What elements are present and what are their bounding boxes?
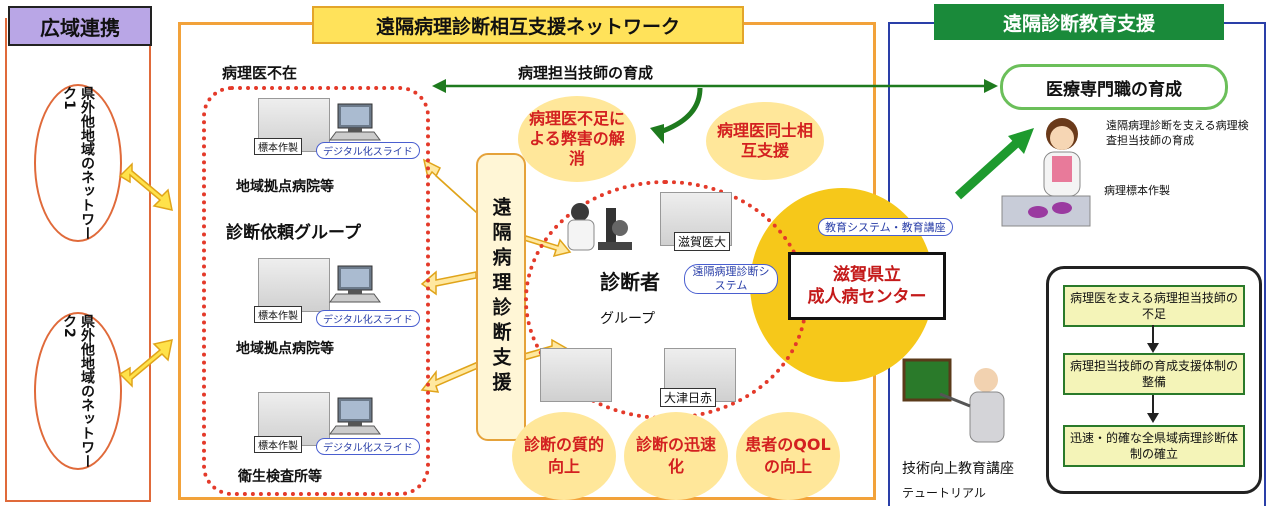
center-box: 滋賀県立 成人病センター — [788, 252, 946, 320]
regional-header: 広域連携 — [8, 6, 152, 46]
support-desc: 遠隔病理診断を支える病理検査担当技師の育成 — [1106, 119, 1249, 147]
remote-support-banner: 遠隔病理診断支援 — [476, 153, 526, 441]
requester-group-frame — [202, 86, 430, 496]
digital-slide-tag: デジタル化スライド — [316, 438, 420, 455]
qol-bubble: 患者のQOLの向上 — [736, 412, 840, 500]
edu-system-tag: 教育システム・教育講座 — [818, 218, 953, 236]
specimen-tag: 標本作製 — [254, 436, 302, 453]
speed-text: 診断の迅速化 — [636, 435, 717, 476]
computer-icon — [329, 397, 381, 435]
shortage-text: 病理医不足による弊害の解消 — [529, 109, 626, 168]
shiga-univ-tag: 滋賀医大 — [674, 232, 731, 251]
medical-training-pill: 医療専門職の育成 — [1000, 64, 1228, 110]
training-arrow-right-head — [984, 79, 998, 93]
double-arrow-2 — [118, 339, 173, 388]
shortage-bubble: 病理医不足による弊害の解消 — [518, 96, 636, 182]
flow-arrow-icon — [1147, 325, 1159, 353]
qol-text: 患者のQOLの向上 — [745, 435, 831, 476]
training-arrow-left-head — [432, 79, 446, 93]
lab-label: 衛生検査所等 — [238, 469, 322, 485]
server-icon — [540, 348, 612, 402]
computer-icon — [329, 103, 381, 141]
external-network-2: 県外他地域のネットワーク2 — [34, 312, 122, 470]
center-line1: 滋賀県立 — [833, 265, 901, 285]
flow-step-3: 迅速・的確な全県域病理診断体制の確立 — [1063, 425, 1245, 467]
flow-frame: 病理医を支える病理担当技師の不足 病理担当技師の育成支援体制の整備 迅速・的確な… — [1046, 266, 1262, 494]
center-line2: 成人病センター — [807, 287, 927, 307]
no-pathologist-label: 病理医不在 — [222, 64, 298, 82]
computer-icon — [329, 265, 381, 303]
quality-text: 診断の質的向上 — [524, 435, 605, 476]
flow-step-1: 病理医を支える病理担当技師の不足 — [1063, 285, 1245, 327]
digital-slide-tag: デジタル化スライド — [316, 142, 420, 159]
external-network-2-label: 県外他地域のネットワーク2 — [61, 314, 95, 468]
specimen-tag: 標本作製 — [254, 306, 302, 323]
mutual-bubble: 病理医同士相互支援 — [706, 102, 824, 180]
education-header: 遠隔診断教育支援 — [934, 4, 1224, 40]
external-network-1: 県外他地域のネットワーク1 — [34, 84, 122, 242]
diagnoser-label: 診断者 — [600, 270, 660, 294]
tutorial-label: テュートリアル — [902, 486, 986, 500]
digital-slide-tag: デジタル化スライド — [316, 310, 420, 327]
requester-group-label: 診断依頼グループ — [226, 223, 361, 243]
hospital-label: 地域拠点病院等 — [236, 179, 334, 195]
hospital-label: 地域拠点病院等 — [236, 341, 334, 357]
external-network-1-label: 県外他地域のネットワーク1 — [61, 86, 95, 240]
specimen-work-label: 病理標本作製 — [1104, 184, 1170, 197]
diagnoser-group-label: グループ — [600, 311, 656, 327]
double-arrow-1 — [118, 162, 173, 211]
quality-bubble: 診断の質的向上 — [512, 412, 616, 500]
up-arrow — [954, 136, 1024, 200]
slide-tray-icon — [1001, 195, 1091, 227]
flow-step-2: 病理担当技師の育成支援体制の整備 — [1063, 353, 1245, 395]
flow-arrow-icon — [1147, 395, 1159, 423]
server-icon — [258, 258, 330, 312]
mutual-text: 病理医同士相互支援 — [717, 121, 814, 160]
specimen-tag: 標本作製 — [254, 138, 302, 155]
speed-bubble: 診断の迅速化 — [624, 412, 728, 500]
remote-system-tag: 遠隔病理診断システム — [684, 264, 778, 294]
microscope-person-icon — [567, 203, 632, 251]
training-label: 病理担当技師の育成 — [518, 64, 654, 82]
regional-panel — [5, 18, 151, 502]
otsu-tag: 大津日赤 — [660, 388, 717, 407]
technician-icon — [1043, 118, 1081, 197]
curved-arrow — [659, 87, 703, 135]
lecturer-icon — [902, 358, 1005, 443]
lecture-label: 技術向上教育講座 — [902, 461, 1014, 477]
network-header: 遠隔病理診断相互支援ネットワーク — [312, 6, 744, 44]
